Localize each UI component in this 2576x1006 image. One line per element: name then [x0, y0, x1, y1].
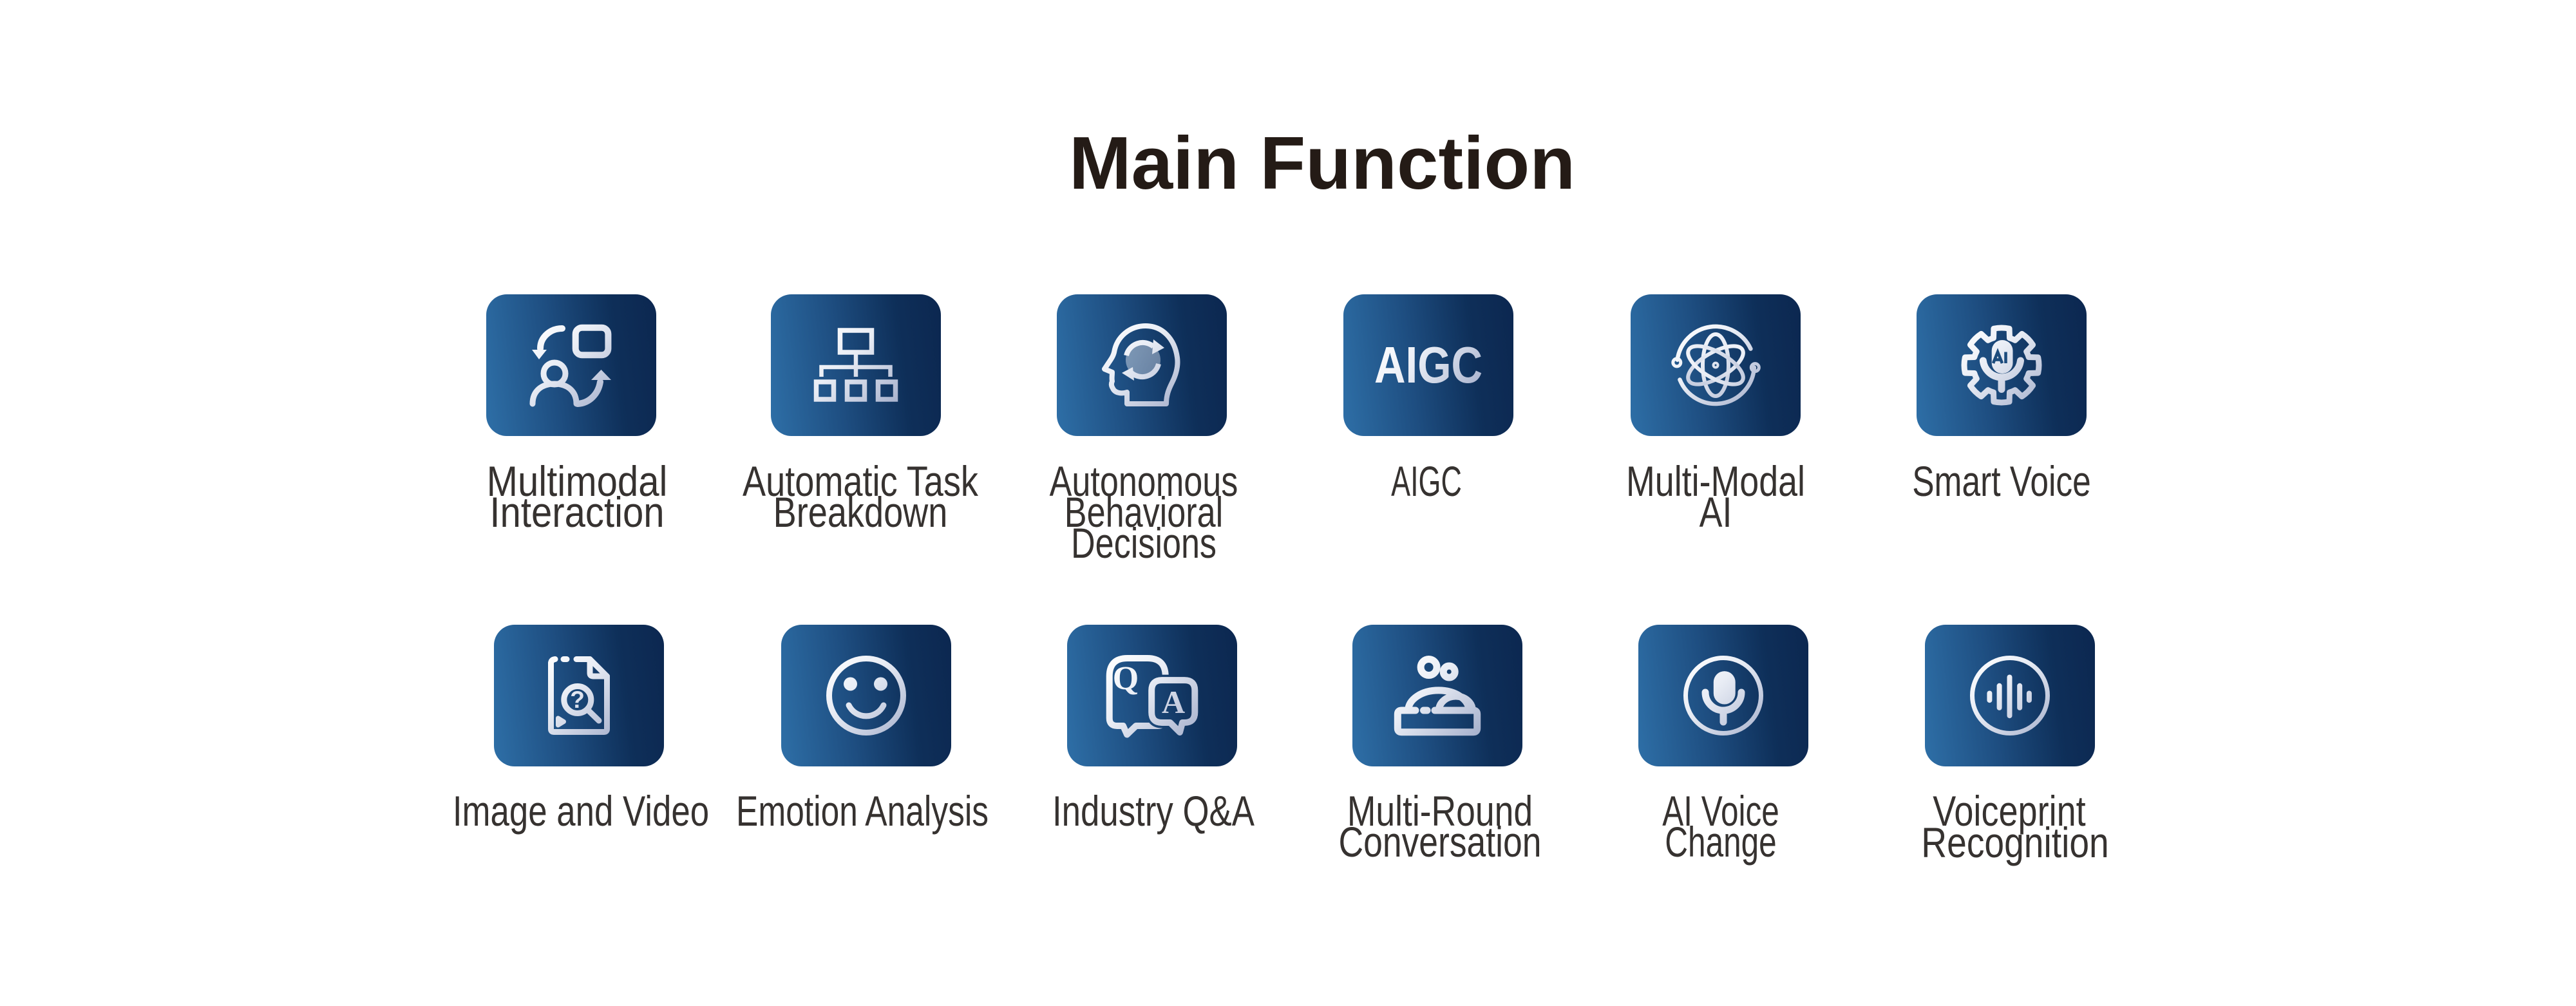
svg-text:?: ? [570, 687, 585, 713]
svg-text:A: A [1162, 684, 1185, 720]
svg-text:Q: Q [1113, 660, 1139, 697]
svg-text:AIGC: AIGC [1374, 336, 1482, 394]
